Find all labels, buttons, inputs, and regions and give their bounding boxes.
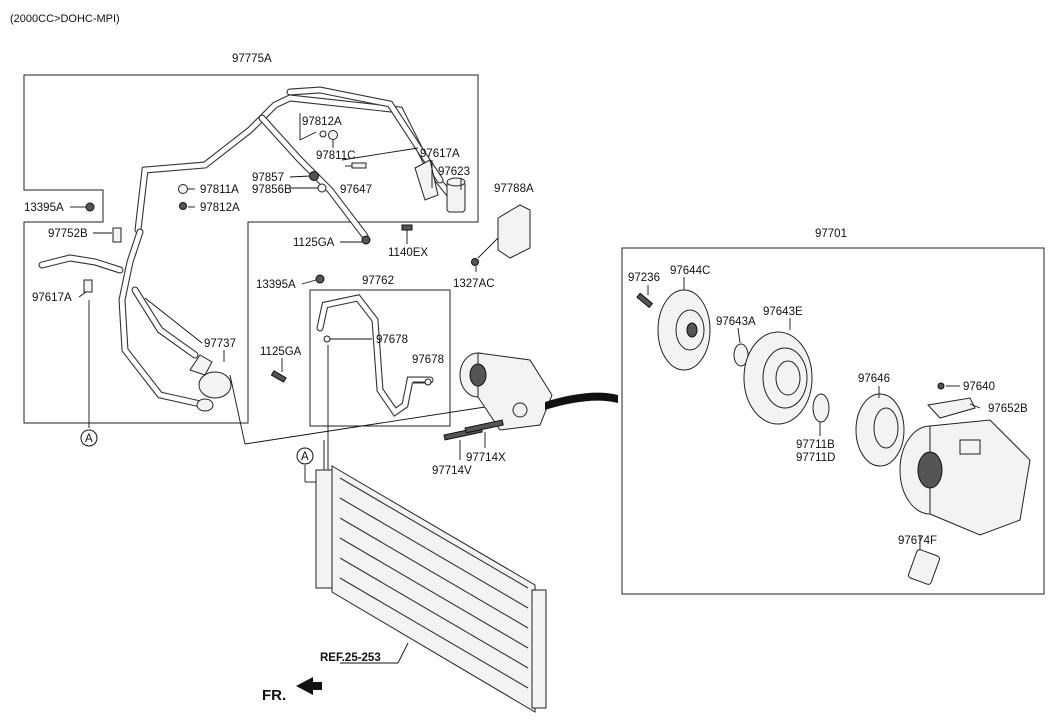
compressor-body-large xyxy=(899,419,1031,536)
valve-core-97812a-mid xyxy=(179,202,187,210)
compressor-detail-box xyxy=(621,247,1045,595)
label-97857: 97857 xyxy=(252,172,284,184)
label-97762: 97762 xyxy=(362,275,394,287)
sensor-97752b xyxy=(112,227,122,243)
label-1125ga-mid: 1125GA xyxy=(260,346,302,358)
svg-text:A: A xyxy=(301,451,309,463)
nut-13395a-left xyxy=(85,202,95,212)
label-97617a-top: 97617A xyxy=(420,148,460,160)
bracket-97652b xyxy=(927,397,976,419)
ref-leader xyxy=(397,642,409,664)
oring-97811c xyxy=(328,130,338,140)
label-97646: 97646 xyxy=(858,373,890,385)
discharge-hose-97762 xyxy=(315,274,434,417)
field-coil-97646 xyxy=(855,393,905,467)
part-labels: 97775A 97812A 97811C 97617A 97623 97857 … xyxy=(24,53,1028,704)
pulley-97643e xyxy=(743,331,813,425)
oring-97711b xyxy=(812,393,830,423)
discharge-hose-box xyxy=(309,289,451,427)
condenser xyxy=(315,440,547,713)
label-97644c: 97644C xyxy=(670,265,710,277)
receiver-drier xyxy=(446,177,466,213)
sensor-97674f xyxy=(907,549,941,585)
label-97811c: 97811C xyxy=(316,150,355,162)
label-97643e: 97643E xyxy=(763,306,803,318)
label-97678-b: 97678 xyxy=(412,354,444,366)
label-97711b: 97711B xyxy=(796,439,835,451)
connection-marker-a-left: A xyxy=(80,429,98,447)
bolt-1140ex xyxy=(401,224,413,231)
hose-lines xyxy=(38,86,454,409)
label-97701: 97701 xyxy=(815,228,847,240)
label-13395a-mid: 13395A xyxy=(256,279,296,291)
bolt-1125ga-mid xyxy=(270,370,287,383)
label-97623: 97623 xyxy=(438,166,470,178)
compressor-assembly-small xyxy=(459,352,553,431)
leader-lines xyxy=(70,113,981,550)
label-97678-a: 97678 xyxy=(376,334,408,346)
cover-97788a xyxy=(471,204,531,266)
leader-97737-box xyxy=(229,374,246,445)
bolt-97647 xyxy=(351,162,367,169)
label-97812a-top: 97812A xyxy=(302,116,342,128)
bolt-97714x xyxy=(464,419,504,434)
label-97647: 97647 xyxy=(340,184,372,196)
detail-callout-arrow xyxy=(545,392,618,410)
label-13395a-left: 13395A xyxy=(24,202,64,214)
valve-core-97812a xyxy=(319,130,327,138)
leader-97737-compressor xyxy=(244,404,499,445)
label-97674f: 97674F xyxy=(898,535,937,547)
svg-text:A: A xyxy=(85,433,93,445)
label-1125ga-top: 1125GA xyxy=(293,237,335,249)
hose-assembly-box xyxy=(23,74,479,424)
accumulator-97737 xyxy=(189,354,232,412)
label-97788a: 97788A xyxy=(494,183,534,195)
label-97714x: 97714X xyxy=(466,452,506,464)
bolt-1125ga-top xyxy=(361,235,371,245)
label-97652b: 97652B xyxy=(988,403,1028,415)
cap-97857 xyxy=(309,171,319,181)
screw-97640 xyxy=(937,382,945,390)
label-97812a-mid: 97812A xyxy=(200,202,240,214)
label-front: FR. xyxy=(262,687,286,704)
label-97643a: 97643A xyxy=(716,316,756,328)
connection-marker-a-condenser: A xyxy=(296,447,314,465)
front-arrow-icon xyxy=(296,677,322,695)
cap-97856b xyxy=(317,183,327,193)
label-97714v: 97714V xyxy=(432,465,472,477)
label-97775a: 97775A xyxy=(232,53,272,65)
clutch-hub-97644c xyxy=(657,289,711,371)
label-97640: 97640 xyxy=(963,381,995,393)
label-1327ac: 1327AC xyxy=(453,278,495,290)
label-97617a-left: 97617A xyxy=(32,292,72,304)
cap-97811a xyxy=(178,184,188,194)
label-97752b: 97752B xyxy=(48,228,88,240)
bracket-97617a-left xyxy=(83,279,93,293)
label-97711d: 97711D xyxy=(796,452,835,464)
bolt-97236 xyxy=(636,292,654,309)
label-97737: 97737 xyxy=(204,338,236,350)
label-97236: 97236 xyxy=(628,272,660,284)
label-97811a: 97811A xyxy=(200,184,239,196)
label-ref-25-253: REF.25-253 xyxy=(320,652,381,664)
label-97856b: 97856B xyxy=(252,184,292,196)
label-1140ex: 1140EX xyxy=(388,247,428,259)
engine-spec-header: (2000CC>DOHC-MPI) xyxy=(10,13,120,25)
